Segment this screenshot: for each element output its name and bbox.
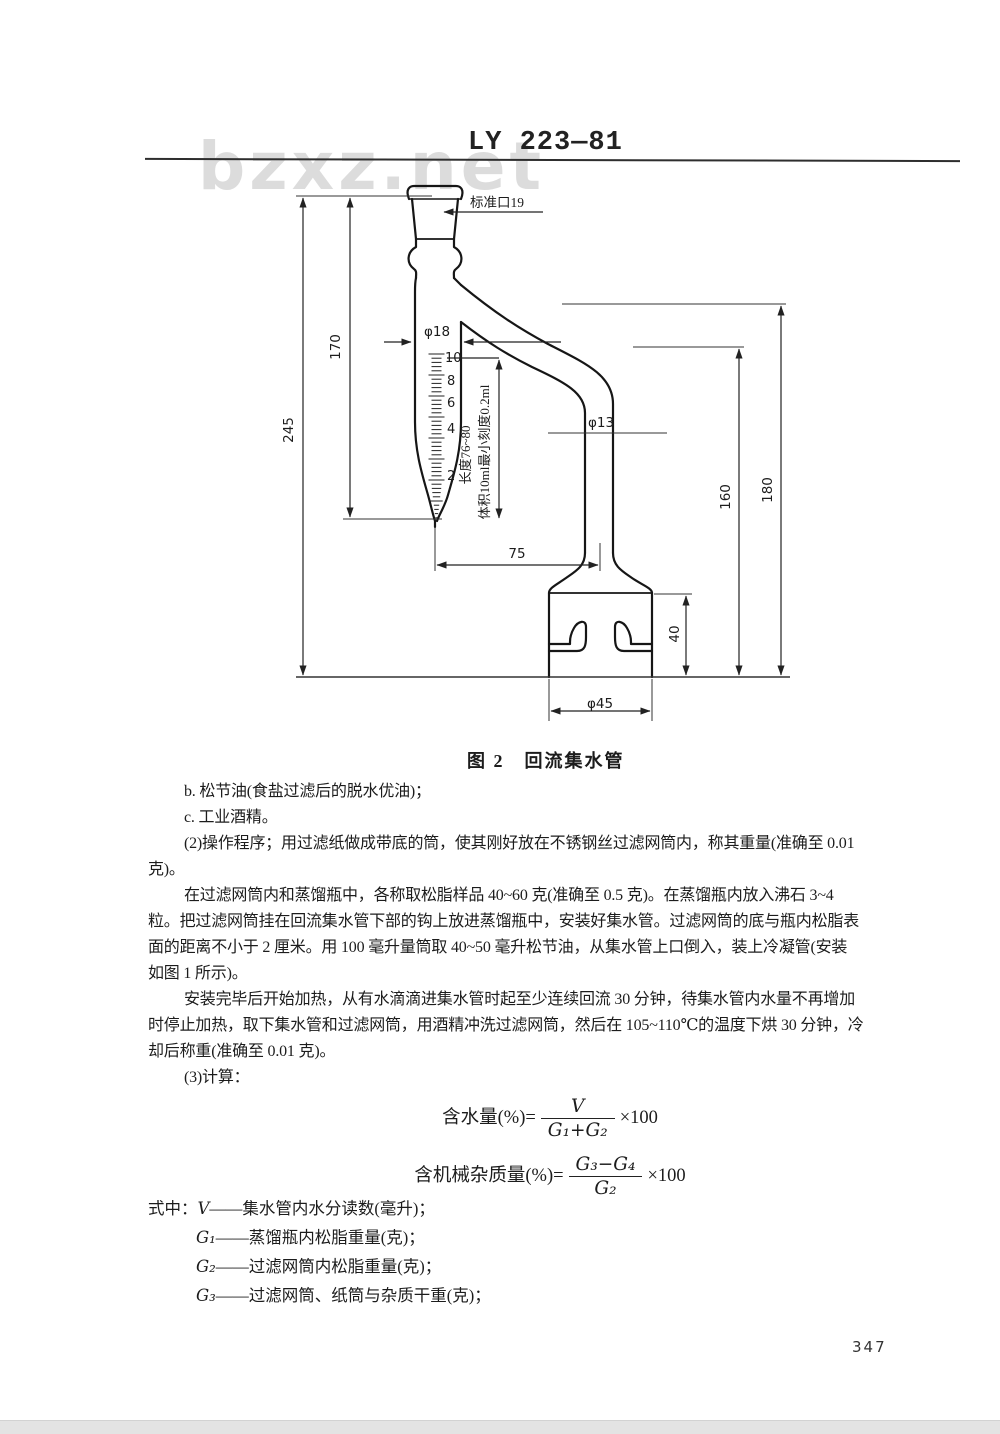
text-line: 在过滤网筒内和蒸馏瓶中，各称取松脂样品 40~60 克(准确至 0.5 克)。在…	[184, 887, 834, 904]
formula-denominator: G₂	[594, 1178, 617, 1199]
svg-text:6: 6	[447, 396, 455, 411]
text-line: 却后称重(准确至 0.01 克)。	[148, 1043, 336, 1060]
dim245-label: 245	[281, 417, 297, 443]
formula-denominator: G₁+G₂	[547, 1120, 608, 1141]
svg-text:10: 10	[445, 351, 462, 366]
note-volume: 体积10ml最小刻度0.2ml	[477, 384, 492, 519]
text-line: 克)。	[148, 861, 185, 878]
text-line: c. 工业酒精。	[184, 809, 278, 826]
symbol-definitions: 式中：V——集水管内水分读数(毫升)； G₁——蒸馏瓶内松脂重量(克)； G₂—…	[148, 1194, 491, 1310]
symbol: G₁	[196, 1228, 216, 1247]
formula-numerator: G₃−G₄	[568, 1154, 643, 1177]
symbol: G₃	[196, 1286, 216, 1305]
dimension-lines	[299, 197, 785, 715]
note-length: 长度76~80	[458, 425, 473, 484]
svg-text:4: 4	[447, 422, 455, 437]
svg-text:8: 8	[447, 374, 455, 389]
scale-numbers: 10 8 6 4 2	[445, 351, 462, 484]
text-line: 安装完毕后开始加热，从有水滴滴进集水管时起至少连续回流 30 分钟，待集水管内水…	[184, 991, 856, 1008]
dimension-labels: 标准口19 φ18 φ13 φ45 75 245 170 160 180 40 …	[281, 195, 776, 712]
dim160-label: 160	[718, 484, 734, 510]
extension-lines	[296, 195, 790, 721]
text-line: 时停止加热，取下集水管和过滤网筒，用酒精冲洗过滤网筒，然后在 105~110℃的…	[148, 1017, 864, 1034]
formula-lhs: 含机械杂质量(%)=	[414, 1165, 564, 1186]
glassware-outline	[406, 184, 654, 679]
joint-label: 标准口19	[470, 195, 524, 210]
dia13-label: φ13	[588, 415, 614, 431]
definition-text: ——集水管内水分读数(毫升)；	[209, 1199, 435, 1218]
text-line: 面的距离不小于 2 厘米。用 100 毫升量筒取 40~50 毫升松节油，从集水…	[148, 939, 848, 956]
text-line: b. 松节油(食盐过滤后的脱水优油)；	[184, 783, 431, 800]
bottom-scan-bar	[0, 1420, 1000, 1434]
graduation-ticks	[428, 353, 445, 519]
dia18-label: φ18	[424, 324, 450, 340]
formula-rhs: ×100	[619, 1107, 658, 1128]
svg-text:2: 2	[447, 469, 455, 484]
standard-code: LY 223—81	[468, 128, 623, 158]
definition-text: ——蒸馏瓶内松脂重量(克)；	[215, 1228, 425, 1247]
body-text: b. 松节油(食盐过滤后的脱水优油)； c. 工业酒精。 (2)操作程序；用过滤…	[148, 779, 864, 1091]
watermark: bzxz.net	[198, 128, 546, 205]
dia45-label: φ45	[587, 696, 613, 712]
text-line: 如图 1 所示)。	[148, 965, 248, 982]
definition-text: ——过滤网筒、纸筒与杂质干重(克)；	[215, 1286, 491, 1305]
definitions-prefix: 式中：	[148, 1199, 198, 1218]
definition-row: 式中：V——集水管内水分读数(毫升)；	[148, 1194, 491, 1223]
dim75-label: 75	[508, 546, 525, 562]
dim170-label: 170	[328, 334, 344, 360]
text-line: 粒。把过滤网筒挂在回流集水管下部的钩上放进蒸馏瓶中，安装好集水管。过滤网筒的底与…	[148, 913, 860, 930]
figure-caption: 图 2 回流集水管	[467, 751, 625, 771]
page-number: 347	[852, 1338, 887, 1356]
dim40-label: 40	[667, 625, 683, 642]
formula-lhs: 含水量(%)=	[442, 1107, 536, 1128]
definition-row: G₁——蒸馏瓶内松脂重量(克)；	[148, 1223, 491, 1252]
text-line: (3)计算：	[184, 1069, 250, 1086]
formula-numerator: V	[540, 1096, 615, 1119]
definition-row: G₃——过滤网筒、纸筒与杂质干重(克)；	[148, 1281, 491, 1310]
dim180-label: 180	[760, 477, 776, 503]
text-line: (2)操作程序；用过滤纸做成带底的筒，使其刚好放在不锈钢丝过滤网筒内，称其重量(…	[184, 835, 855, 852]
formula-rhs: ×100	[647, 1165, 686, 1186]
definition-row: G₂——过滤网筒内松脂重量(克)；	[148, 1252, 491, 1281]
definition-text: ——过滤网筒内松脂重量(克)；	[215, 1257, 442, 1276]
symbol: G₂	[196, 1257, 216, 1276]
symbol: V	[197, 1199, 210, 1218]
